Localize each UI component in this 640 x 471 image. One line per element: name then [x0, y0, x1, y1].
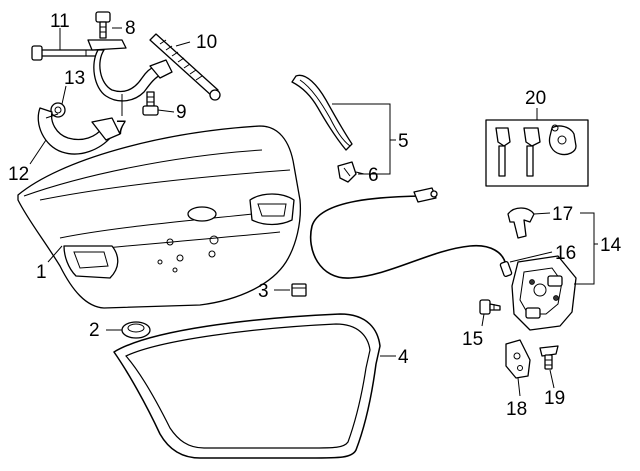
- part-9-bolt: [142, 91, 159, 116]
- callout-11: 11: [50, 11, 70, 32]
- callout-18: 18: [506, 399, 527, 420]
- part-16-release-cable: [309, 187, 513, 279]
- part-8-bolt: [95, 11, 111, 39]
- callout-20: 20: [525, 88, 546, 109]
- part-5-trim: [291, 74, 353, 151]
- callout-3: 3: [258, 281, 269, 302]
- part-20-key-set: [485, 119, 589, 187]
- part-6-clip: [337, 161, 357, 183]
- callout-15: 15: [462, 329, 483, 350]
- callout-1: 1: [36, 262, 47, 283]
- callout-17: 17: [552, 204, 573, 225]
- part-11-hinge-rod: [31, 45, 101, 61]
- callout-12: 12: [8, 164, 29, 185]
- part-7-hinge-bracket: [87, 39, 173, 102]
- part-12-hinge-arm: [37, 107, 121, 155]
- callout-14: 14: [600, 235, 622, 256]
- callout-4: 4: [398, 347, 409, 368]
- leader-lines: [29, 27, 598, 397]
- callout-5: 5: [398, 131, 409, 152]
- part-1-trunk-lid: [17, 125, 302, 309]
- callout-16: 16: [555, 243, 576, 264]
- part-4-weatherstrip: [113, 313, 381, 459]
- callout-2: 2: [89, 320, 100, 341]
- part-17-actuator: [507, 207, 535, 239]
- callout-19: 19: [544, 388, 565, 409]
- part-15-bolt: [479, 299, 501, 315]
- part-19-screw: [539, 345, 559, 370]
- callout-6: 6: [368, 165, 379, 186]
- callout-7: 7: [116, 118, 127, 139]
- part-18-striker: [505, 339, 531, 379]
- part-3-bumper: [291, 283, 307, 297]
- callout-10: 10: [196, 32, 217, 53]
- callout-labels: 11 8 10 13 9 7 12 1 2 3 4 5 6 20 17 16 1…: [8, 11, 622, 420]
- callout-13: 13: [64, 68, 85, 89]
- callout-9: 9: [176, 102, 187, 123]
- callout-8: 8: [125, 18, 136, 39]
- part-14-latch: [511, 255, 577, 331]
- part-13-clip: [50, 102, 66, 118]
- part-10-lift-strut: [149, 33, 221, 101]
- part-2-plug: [121, 321, 151, 339]
